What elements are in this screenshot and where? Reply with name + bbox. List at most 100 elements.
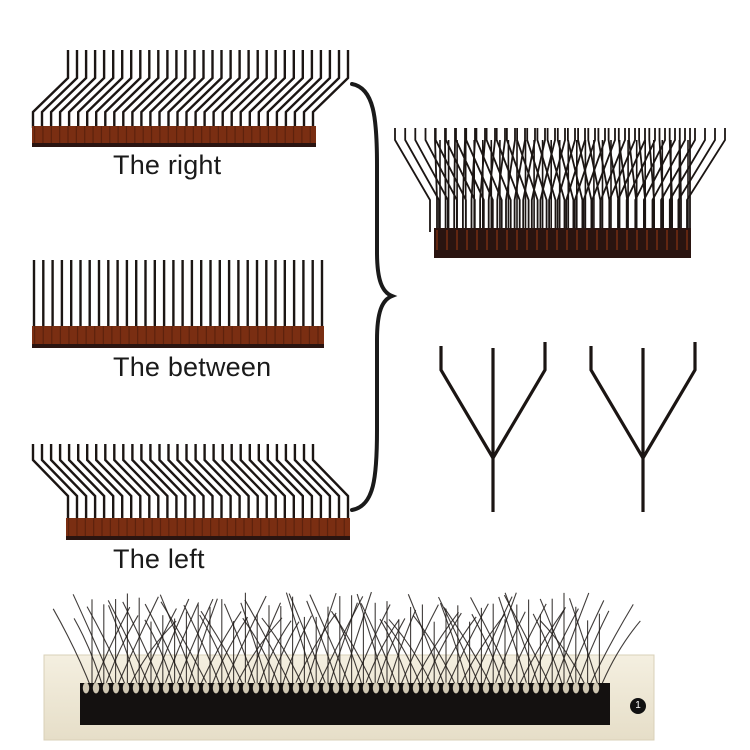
tray-lash-fiber (86, 606, 128, 691)
tray-lash-bead (462, 682, 470, 694)
lash-base-stripe (226, 518, 228, 536)
tray-lash-bead (252, 682, 260, 694)
lash-fiber (31, 444, 70, 522)
tray-lash-bead (512, 682, 520, 694)
lash-base (32, 326, 324, 348)
combined-base-stripe (656, 230, 658, 250)
lash-base-stripe (301, 126, 303, 143)
tray-lash-bead (132, 682, 140, 694)
lash-fiber (49, 50, 88, 128)
tray-lash-fiber (598, 620, 641, 691)
tray-lash-bead (522, 682, 530, 694)
lash-fiber (465, 128, 494, 232)
lash-base-stripe (51, 326, 53, 344)
lash-base-stripe (92, 126, 94, 143)
lash-fiber (445, 128, 476, 232)
tray-lash-fiber (356, 593, 388, 691)
lash-fiber (275, 444, 314, 522)
lash-base-stripe (84, 518, 86, 536)
tray-lash-bead (292, 682, 300, 694)
lash-tray-photo (43, 591, 655, 741)
tray-lash-fiber (386, 609, 417, 691)
tray-lash-fiber (433, 616, 477, 691)
lash-base-stripe (309, 126, 311, 143)
lash-base-stripe (259, 126, 261, 143)
tray-lash-fiber (469, 596, 513, 691)
tray-lash-fiber (339, 591, 372, 691)
tray-lash-fiber (539, 608, 579, 691)
tray-lash-fiber (285, 592, 317, 691)
tray-lash-bead (572, 682, 580, 694)
lash-base-stripe (59, 326, 61, 344)
tray-lash-fiber (315, 596, 364, 691)
lash-base-stripe (317, 326, 319, 344)
tray-lash-fiber (528, 607, 566, 691)
tray-lash-bead (542, 682, 550, 694)
lash-fiber (131, 444, 169, 522)
tray-lash-bead (142, 682, 150, 694)
lash-base-stripe (276, 518, 279, 536)
lash-base-stripe (292, 126, 295, 143)
lash-fiber (453, 128, 456, 232)
lash-fiber (505, 128, 516, 232)
y-lash-fan-icon (439, 318, 547, 512)
lash-base-stripe (34, 326, 36, 344)
lash-base-stripe (284, 126, 286, 143)
lash-fiber (185, 444, 223, 522)
tray-lash-fiber (268, 621, 300, 691)
lash-fiber (485, 128, 512, 232)
lash-base-stripe (102, 326, 104, 344)
tray-lash-bead (502, 682, 510, 694)
lash-fiber (149, 444, 187, 522)
lash-base-stripe (101, 518, 103, 536)
lash-fiber (439, 346, 495, 459)
lash-base-stripe (184, 126, 186, 143)
lash-base-stripe (257, 326, 259, 344)
tray-lashes (52, 591, 641, 691)
lash-fiber (40, 444, 79, 522)
lash-fiber (516, 128, 539, 232)
tray-lash-fiber (575, 610, 610, 691)
lash-fiber (641, 342, 697, 459)
lash-fiber (194, 50, 232, 128)
lash-base-stripe (217, 126, 219, 143)
tray-lash-fiber (421, 612, 462, 691)
strip-combined (394, 95, 726, 258)
lash-base-stripe (343, 518, 345, 536)
lash-fiber (475, 128, 503, 232)
tray-lash-fiber (174, 598, 214, 691)
lash-base-stripe (168, 518, 170, 536)
tray-lash-bead (322, 682, 330, 694)
lash-base-stripe (226, 126, 228, 143)
lash-base-stripe (159, 126, 161, 143)
tray-lash-bead (392, 682, 400, 694)
lash-fiber (643, 128, 676, 232)
lash-fiber (434, 128, 467, 232)
tray-lash-fiber (107, 600, 152, 691)
lash-fiber (634, 128, 666, 232)
tray-lash-fiber (223, 603, 258, 691)
tray-lash-bead (432, 682, 440, 694)
lash-base-stripe (234, 126, 236, 143)
lash-base-stripe (137, 326, 139, 344)
tray-lash-fiber (244, 599, 294, 691)
lash-base-stripe (318, 518, 320, 536)
tray-lash-fiber (438, 596, 482, 691)
lash-base-stripe (192, 126, 194, 143)
lash-fiber (113, 444, 151, 522)
lash-base-stripe (197, 326, 199, 344)
lash-fiber (302, 50, 341, 128)
tray-lash-fiber (351, 604, 391, 691)
lash-fiber (424, 128, 458, 232)
lash-base-stripe (176, 518, 178, 536)
lash-base-stripe (142, 126, 144, 143)
tray-lash-bead (472, 682, 480, 694)
lash-fiber (470, 128, 476, 232)
lash-fiber (58, 50, 97, 128)
tray-lash-fiber (144, 619, 176, 691)
lash-base-stripe (150, 126, 153, 143)
tray-lash-fiber (539, 598, 577, 691)
lash-base-stripe (84, 126, 86, 143)
tray-lash-bead (312, 682, 320, 694)
combined-base-stripe (576, 230, 578, 250)
